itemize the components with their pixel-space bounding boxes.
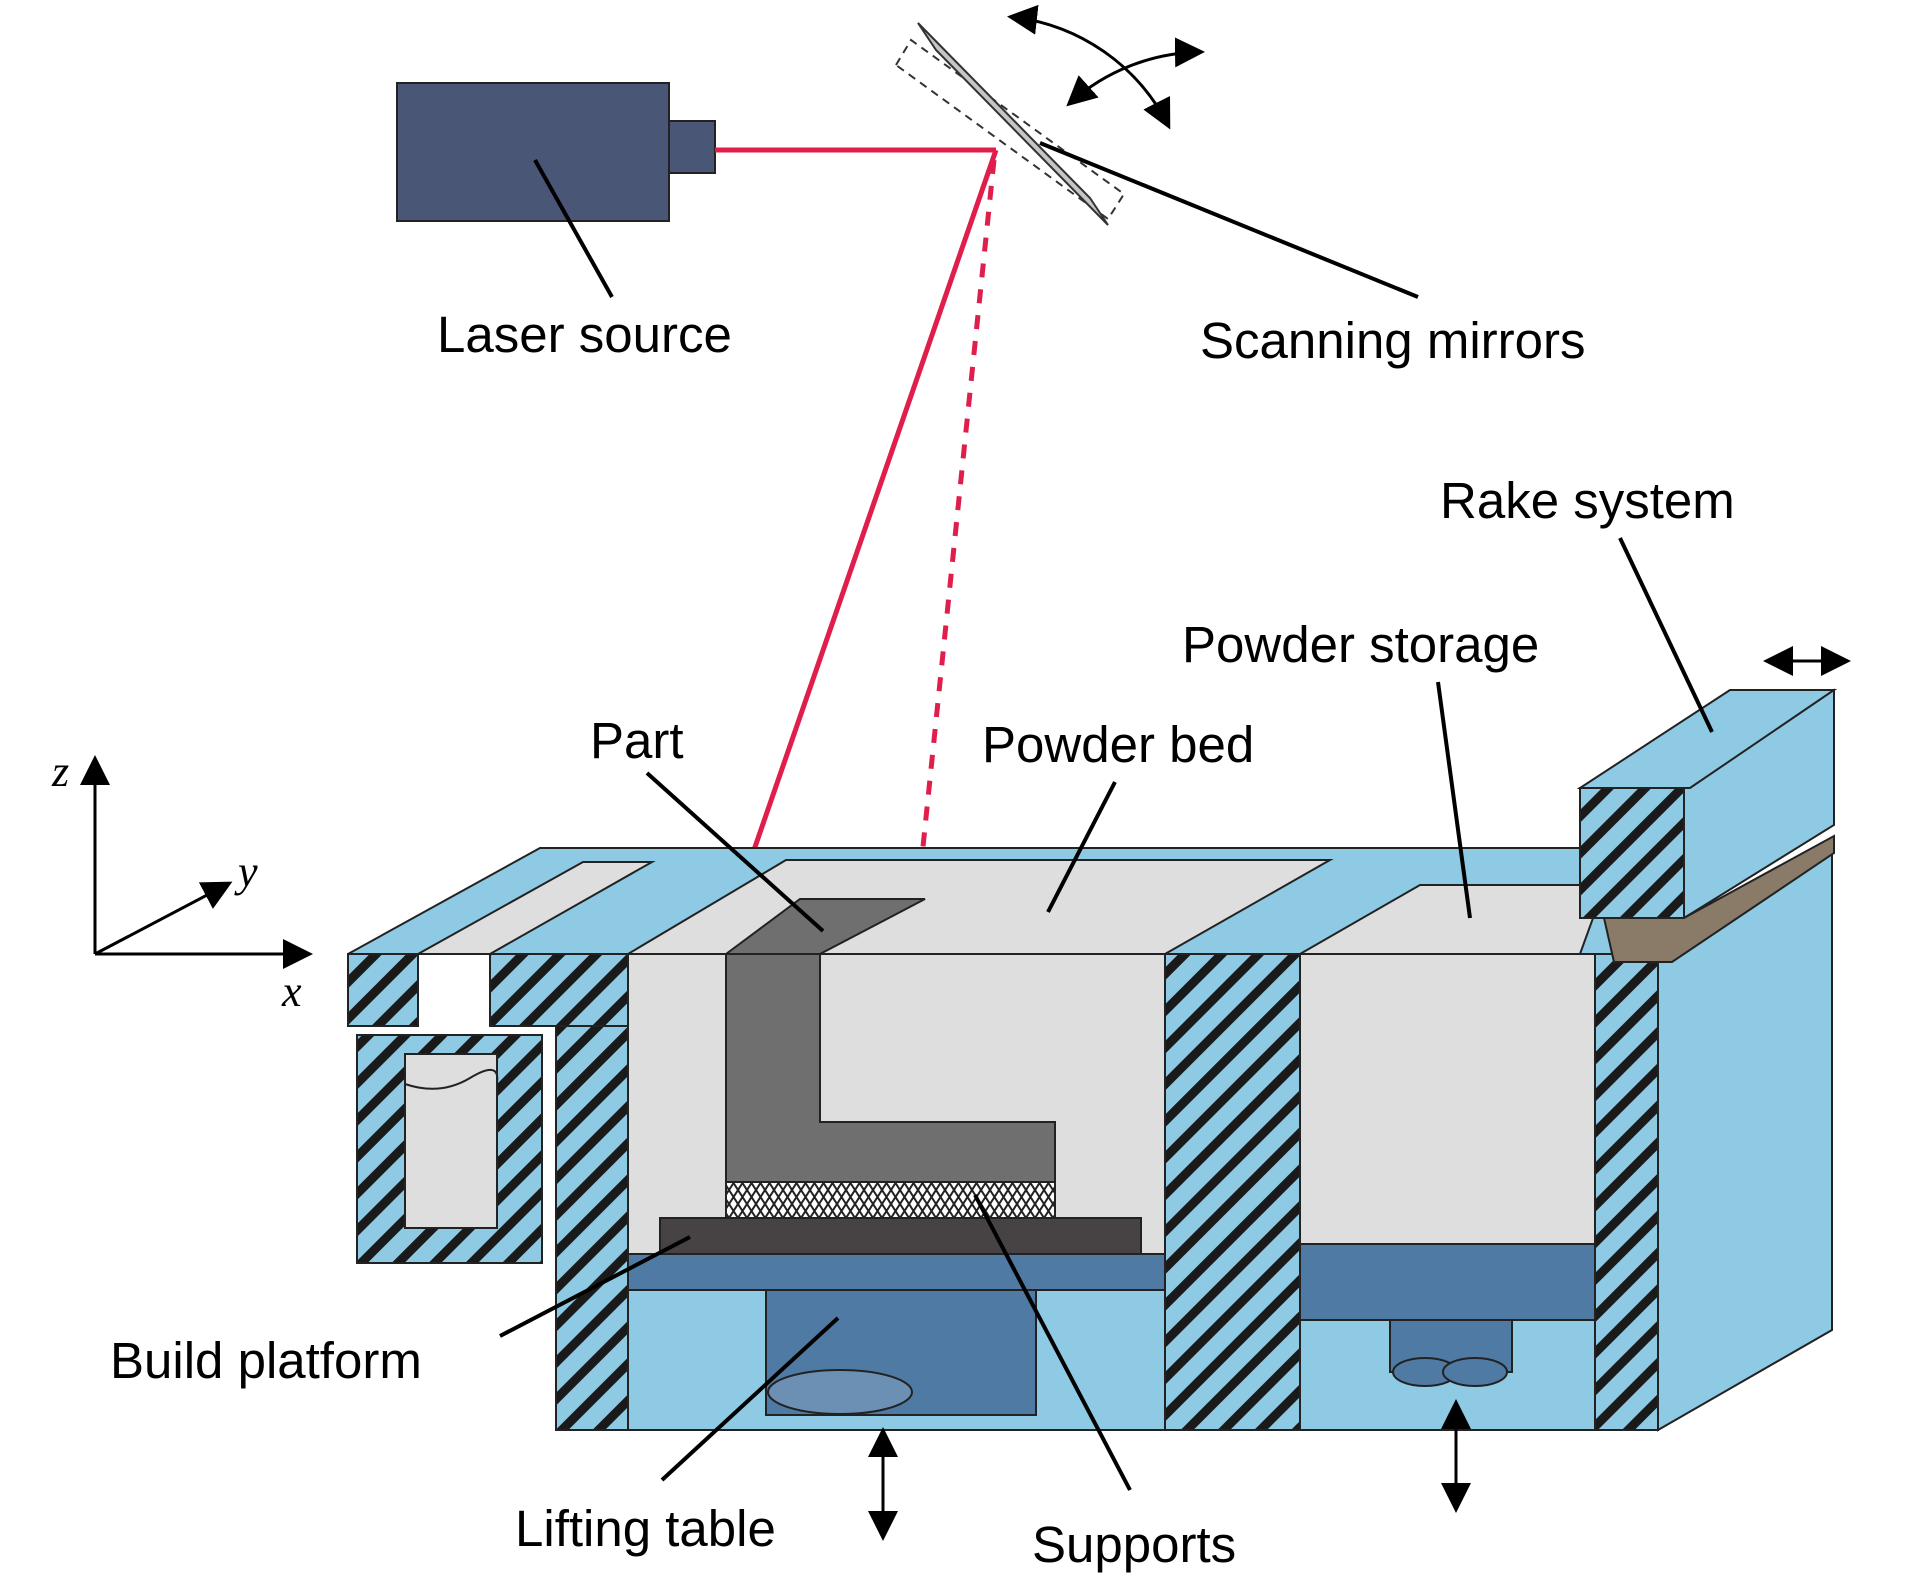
y-axis: [94, 881, 233, 956]
label-part: Part: [590, 712, 684, 769]
rake-end-face: [1579, 787, 1685, 919]
leader-powder-storage: [1436, 681, 1472, 919]
label-rake-system: Rake system: [1440, 472, 1735, 529]
overflow-slot-top: [414, 861, 656, 955]
leader-rake-system: [1618, 537, 1714, 733]
overflow-powder-level: [404, 1069, 499, 1090]
storage-piston-foot-2: [1442, 1357, 1508, 1387]
build-chamber-left-wall: [555, 1025, 629, 1431]
leader-part: [645, 771, 825, 933]
laser-nozzle: [668, 120, 716, 174]
labels: Laser source Scanning mirrors Rake syste…: [110, 306, 1735, 1573]
supports-lattice: [725, 1181, 1056, 1219]
build-assembly: [627, 898, 1166, 1416]
left-wall-top-right: [489, 953, 629, 1027]
coordinate-axes: z y x: [51, 747, 313, 1016]
middle-wall: [1164, 953, 1301, 1431]
z-axis-label: z: [51, 747, 69, 796]
label-powder-bed: Powder bed: [982, 716, 1254, 773]
rake-blade: [1602, 834, 1835, 963]
mirror-rotate-arrow-2: [1007, 4, 1171, 130]
label-laser-source: Laser source: [437, 306, 732, 363]
label-scanning-mirrors: Scanning mirrors: [1200, 312, 1585, 369]
leader-lifting-table: [660, 1316, 840, 1482]
leader-lines: [499, 141, 1714, 1491]
scanning-mirror: [894, 4, 1205, 226]
laser-beam: [715, 147, 999, 955]
storage-platform: [1299, 1243, 1596, 1321]
mirror-outline-dashed: [894, 38, 1126, 221]
leader-supports: [973, 1194, 1132, 1491]
leader-build-platform: [499, 1235, 691, 1338]
overflow-container-inner: [404, 1053, 498, 1229]
label-build-platform: Build platform: [110, 1332, 422, 1389]
leader-scanning-mirrors: [1039, 141, 1419, 299]
mirror-plate: [917, 22, 1109, 226]
laser-body: [396, 82, 670, 222]
leader-laser-source: [533, 159, 614, 298]
rake-system: [1576, 646, 1851, 963]
label-powder-storage: Powder storage: [1182, 616, 1539, 673]
right-wall: [1594, 953, 1659, 1431]
build-platform: [627, 1253, 1166, 1291]
label-lifting-table: Lifting table: [515, 1500, 776, 1557]
laser-source: [396, 82, 716, 222]
leader-powder-bed: [1046, 781, 1117, 913]
build-plate: [659, 1217, 1142, 1255]
laser-beam-deflected: [915, 159, 997, 896]
left-wall-top-left: [347, 953, 419, 1027]
y-axis-label: y: [234, 847, 258, 896]
laser-beam-active: [715, 149, 999, 955]
x-axis-label: x: [281, 967, 302, 1016]
lifting-table-foot: [767, 1369, 913, 1415]
storage-chamber-powder: [1299, 953, 1596, 1245]
storage-assembly: [1299, 1243, 1596, 1387]
label-supports: Supports: [1032, 1516, 1236, 1573]
